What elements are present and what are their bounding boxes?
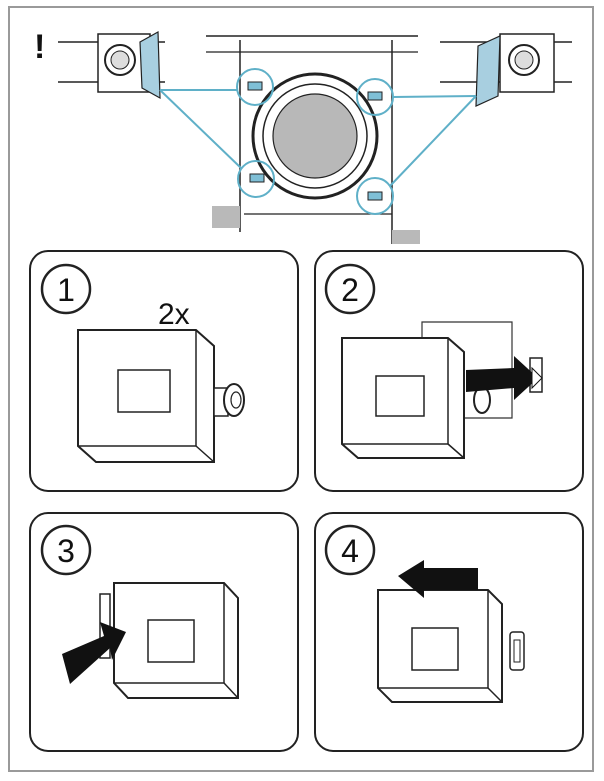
step-panel-1: 1 2x <box>29 250 299 492</box>
step-number-badge <box>324 524 376 576</box>
step-panel-3: 3 <box>29 512 299 752</box>
spacer-plate-icon <box>341 337 491 459</box>
arrow-icon <box>398 560 478 598</box>
right-machine-icon <box>440 33 572 107</box>
spacer-plate-icon <box>377 589 525 703</box>
spacer-plate-icon <box>139 30 161 100</box>
step-number-badge <box>40 524 92 576</box>
spacer-plate-icon <box>475 35 501 107</box>
highlight-callouts <box>159 68 477 215</box>
spacer-plate-icon <box>77 329 245 463</box>
step-number: 4 <box>341 533 359 569</box>
step-number-badge <box>324 263 376 315</box>
overview-section: ! <box>34 28 572 244</box>
repeat-count-label: 2x <box>158 298 190 331</box>
step-number: 2 <box>341 272 359 308</box>
step-number: 1 <box>57 272 75 308</box>
arrow-icon <box>62 622 126 684</box>
step-number-badge <box>40 263 92 315</box>
step-panel-4: 4 <box>314 512 584 752</box>
step-panel-2: 2 <box>314 250 584 492</box>
warning-mark: ! <box>34 28 45 66</box>
arrow-icon <box>466 356 543 400</box>
left-machine-icon <box>58 30 165 100</box>
step-number: 3 <box>57 533 75 569</box>
center-machine-icon <box>206 35 420 244</box>
spacer-plate-icon <box>113 582 239 699</box>
